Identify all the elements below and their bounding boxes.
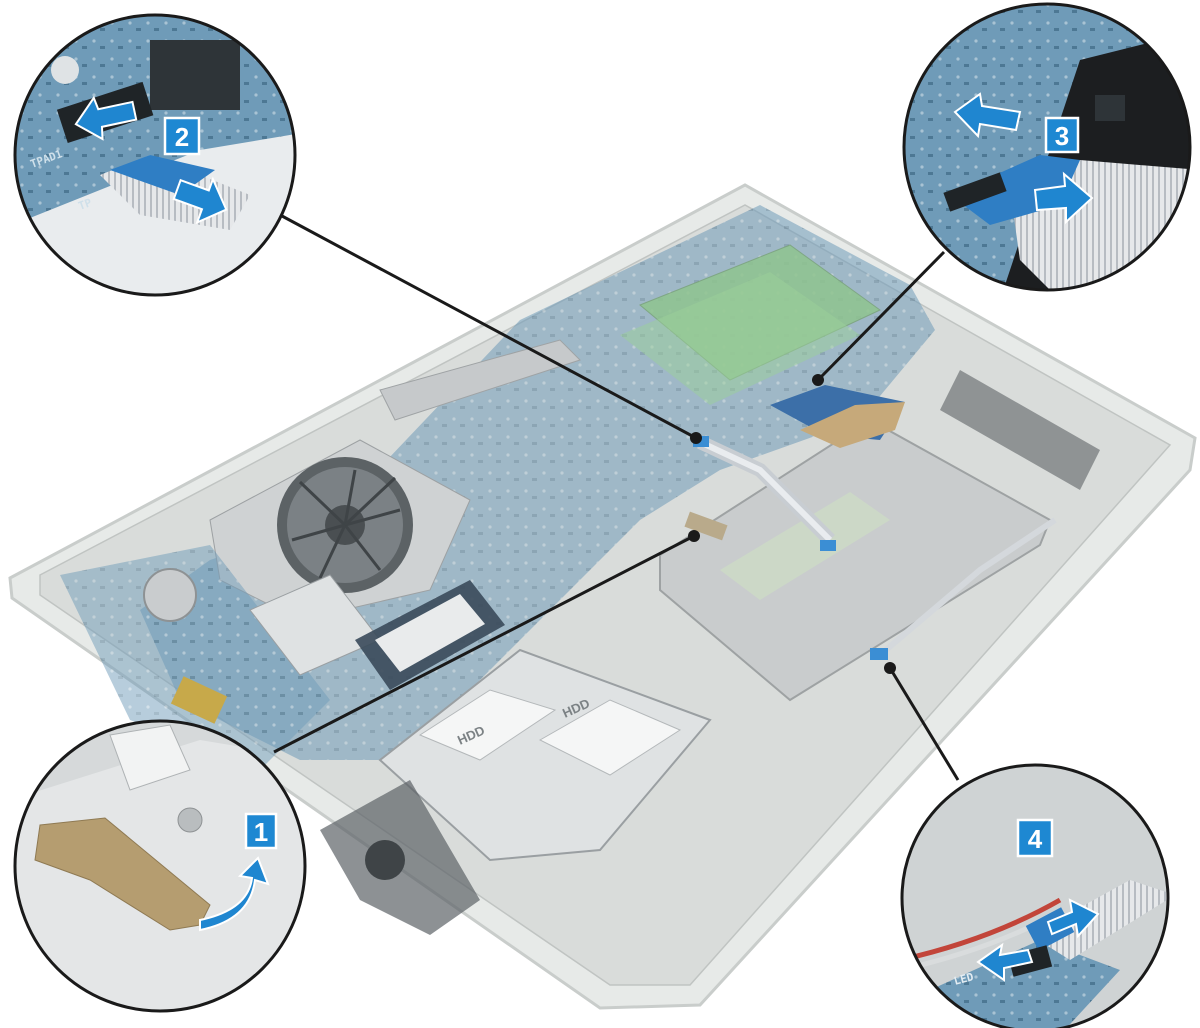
touchpad-board-connector [820, 540, 836, 551]
tp-silkscreen-label: TP [77, 196, 94, 213]
io-board [60, 545, 330, 770]
callout-line-3 [816, 250, 946, 382]
callout-line-1 [273, 534, 695, 754]
disconnect-arrow-left-icon [976, 942, 1034, 982]
touchpad-cable-connector [693, 436, 709, 447]
step-number-4: 4 [1028, 824, 1043, 854]
disconnect-arrow-right-icon [1046, 898, 1100, 939]
memory-module-secondary [620, 272, 860, 405]
led-silkscreen-label: LED [952, 970, 975, 988]
led-board-connector [870, 648, 888, 660]
lift-arrow-icon [74, 95, 138, 141]
hard-drive: HDD HDD [378, 648, 712, 862]
keyboard-flex-tape [800, 402, 905, 448]
tape-strip [34, 817, 211, 931]
led-board-cable [878, 517, 1057, 658]
m2-ssd-label [375, 594, 485, 672]
step-number-1: 1 [254, 817, 268, 847]
step-number-2: 2 [175, 122, 189, 152]
lift-arrow-icon-3 [953, 92, 1022, 139]
detail-view-step-3: 3 [902, 2, 1192, 292]
system-fan [209, 439, 471, 621]
detail-view-step-4: LED 4 [900, 763, 1170, 1028]
callout-line-4 [888, 667, 960, 781]
pull-arrow-icon-3 [1033, 171, 1094, 225]
callout-dots [688, 374, 896, 674]
coin-cell-battery [143, 568, 197, 622]
callout-dot-2 [690, 432, 702, 444]
callout-dot-4 [884, 662, 896, 674]
step-badge-2: 2 [163, 116, 201, 156]
left-speaker-cone [365, 840, 405, 880]
callout-dot-1 [688, 530, 700, 542]
step-badge-4: 4 [1016, 818, 1054, 858]
callout-dot-3 [812, 374, 824, 386]
touchpad-board [720, 492, 890, 600]
touchpad-flex-cable-highlight [698, 439, 833, 543]
touchpad-tape [684, 511, 728, 541]
detail-view-step-1: 1 [13, 719, 307, 1013]
io-chip [170, 676, 228, 724]
laptop-palmrest-assembly: HDD HDD [8, 183, 1197, 1010]
pull-arrow-icon [172, 176, 228, 225]
step-badge-1: 1 [244, 812, 278, 850]
detail-view-step-2: TP TPAD1 2 [13, 13, 297, 297]
peel-arrow-icon [199, 856, 270, 932]
callout-line-2 [281, 214, 697, 440]
callout-lines [273, 214, 960, 781]
right-speaker [940, 370, 1100, 490]
heat-pipe [379, 339, 581, 421]
step-number-3: 3 [1055, 121, 1069, 151]
step-badge-3: 3 [1044, 116, 1080, 154]
